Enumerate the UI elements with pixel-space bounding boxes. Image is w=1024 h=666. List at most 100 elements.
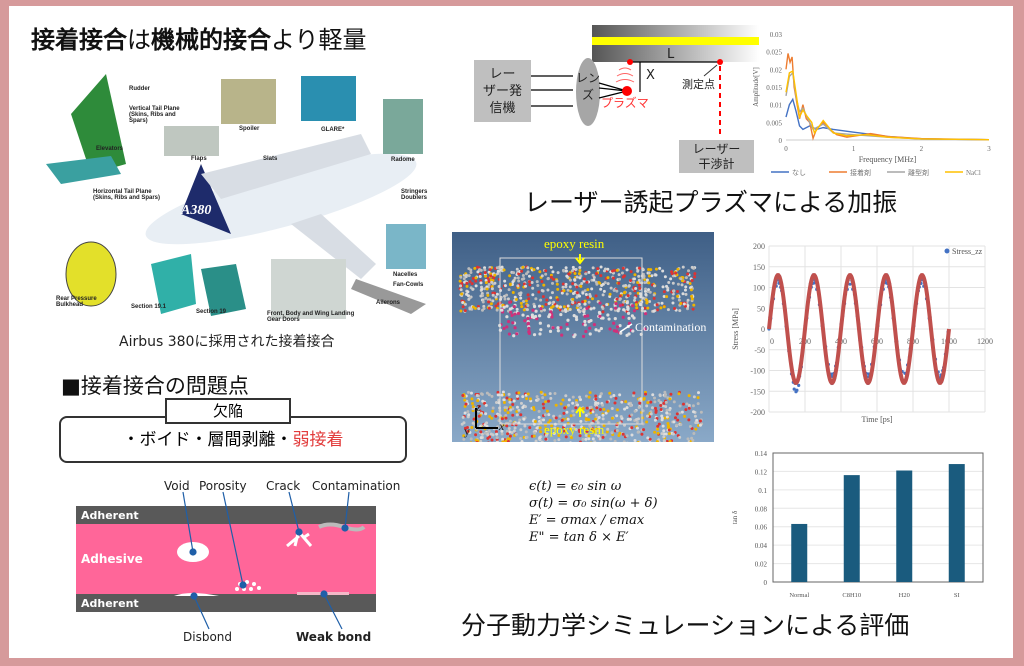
contaminant-atom <box>643 312 648 316</box>
label-slats: Slats <box>263 156 278 162</box>
atom <box>474 284 478 288</box>
void-label: Void <box>164 479 190 493</box>
atom <box>626 294 630 298</box>
atom <box>545 298 549 302</box>
contaminant-atom <box>631 304 635 308</box>
atom <box>566 304 570 308</box>
atom <box>493 273 497 277</box>
atom <box>495 266 499 270</box>
atom <box>659 407 663 411</box>
atom <box>658 266 662 270</box>
atom <box>544 433 548 437</box>
atom <box>585 406 589 410</box>
atom <box>596 421 600 425</box>
atom <box>528 426 532 430</box>
atom <box>543 413 547 417</box>
atom <box>637 278 641 282</box>
atom <box>628 291 632 295</box>
slide-title: 接着接合は機械的接合より軽量 <box>31 26 367 54</box>
atom <box>540 279 544 283</box>
atom <box>623 407 627 411</box>
atom <box>667 432 671 436</box>
atom <box>466 390 470 394</box>
atom <box>471 421 475 425</box>
atom <box>695 421 699 425</box>
atom <box>490 287 494 291</box>
atom <box>469 268 473 272</box>
atom <box>695 418 699 422</box>
atom <box>552 432 556 436</box>
atom <box>575 275 579 279</box>
atom <box>664 432 668 436</box>
contaminant-atom <box>589 318 593 323</box>
atom <box>666 288 670 292</box>
y-axis-title: tan δ <box>731 510 739 524</box>
atom <box>675 289 679 293</box>
atom <box>504 439 508 442</box>
atom <box>578 395 582 399</box>
atom <box>690 279 694 283</box>
atom <box>469 437 473 441</box>
contaminant-atom <box>538 314 542 318</box>
atom <box>644 298 648 302</box>
atom <box>692 432 696 436</box>
atom <box>531 293 535 297</box>
equation-loss-modulus: E" = tan δ × E′ <box>529 530 629 545</box>
atom <box>537 290 541 294</box>
atom <box>563 423 567 427</box>
adherent-top-label: Adherent <box>81 509 139 522</box>
atom <box>652 396 656 400</box>
atom <box>675 412 679 416</box>
atom <box>668 412 672 416</box>
atom <box>622 291 626 295</box>
atom <box>675 423 679 427</box>
atom <box>686 298 690 302</box>
legend-label: Stress_zz <box>952 247 983 256</box>
defect-items: ・ボイド・層間剥離・ <box>122 430 293 450</box>
atom <box>606 409 610 413</box>
atom <box>628 279 632 283</box>
atom <box>647 271 651 275</box>
atom <box>576 403 580 407</box>
atom <box>652 296 656 300</box>
atom <box>670 272 674 276</box>
atom <box>469 441 473 442</box>
contaminant-atom <box>631 329 635 333</box>
measurement-point-label: 測定点 <box>682 78 715 91</box>
atom <box>506 432 510 436</box>
atom <box>661 424 665 428</box>
atom <box>601 403 605 407</box>
atom <box>638 401 642 405</box>
y-tick-label: -200 <box>750 408 765 417</box>
contaminant-atom <box>549 310 553 314</box>
atom <box>495 440 499 442</box>
atom <box>464 273 468 277</box>
atom <box>471 405 475 409</box>
epoxy-top-label: epoxy resin <box>544 236 605 251</box>
atom <box>601 435 605 439</box>
atom <box>581 437 585 441</box>
atom <box>548 392 552 396</box>
atom <box>526 293 530 297</box>
atom <box>517 272 521 276</box>
atom <box>660 301 664 305</box>
slide: 接着接合は機械的接合より軽量 A380 Rudder Vertical Tail… <box>9 6 1013 658</box>
atom <box>671 301 675 305</box>
atom <box>512 429 516 433</box>
atom <box>520 269 524 273</box>
atom <box>463 411 467 415</box>
atom <box>685 402 689 406</box>
contaminant-atom <box>583 319 587 324</box>
atom <box>618 298 622 302</box>
atom <box>627 284 631 288</box>
atom <box>550 291 554 295</box>
y-tick-label: -100 <box>750 367 765 376</box>
stress-point <box>792 387 796 391</box>
atom <box>564 435 568 439</box>
atom <box>503 284 507 288</box>
atom <box>497 413 501 417</box>
atom <box>544 272 548 276</box>
atom <box>630 413 634 417</box>
x-tick-label: 0 <box>784 145 788 153</box>
atom <box>475 441 479 442</box>
